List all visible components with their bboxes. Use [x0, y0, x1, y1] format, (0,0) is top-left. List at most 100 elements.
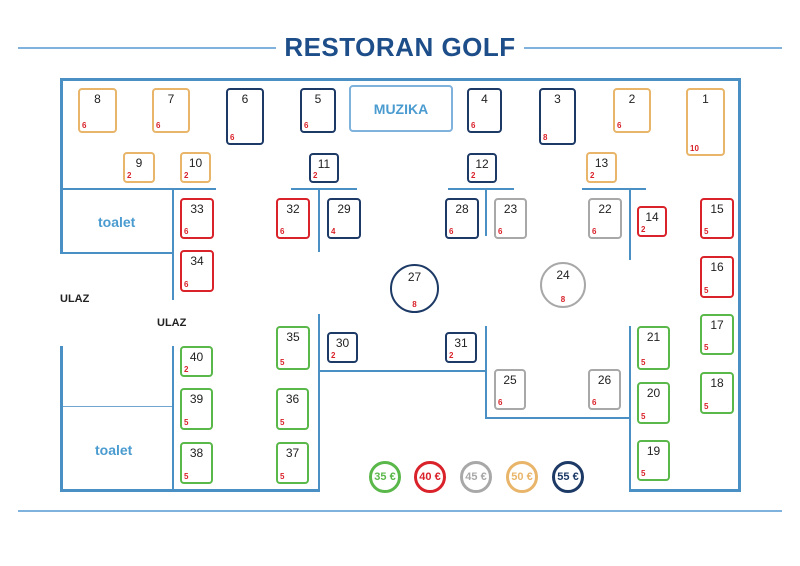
table-number: 3 — [554, 92, 561, 106]
seat-count: 2 — [449, 351, 454, 360]
table-1[interactable]: 1 10 — [686, 88, 725, 156]
page-title: RESTORAN GOLF — [284, 32, 516, 62]
lower-wall-step — [485, 326, 487, 419]
seat-count: 5 — [704, 343, 709, 352]
seat-count: 5 — [704, 286, 709, 295]
table-number: 7 — [167, 92, 175, 106]
table-number: 17 — [710, 318, 724, 332]
seat-count: 6 — [184, 227, 189, 236]
table-number: 14 — [645, 210, 659, 224]
seat-count: 5 — [280, 358, 285, 367]
table-number: 8 — [94, 92, 101, 106]
seat-count: 2 — [184, 365, 189, 374]
seat-count: 5 — [704, 402, 709, 411]
seat-count: 6 — [304, 121, 309, 130]
seat-count: 8 — [543, 133, 548, 142]
toilet-label-upper: toalet — [98, 214, 136, 230]
table-37[interactable]: 37 5 — [276, 442, 309, 484]
legend-price-35: 35 € — [369, 461, 401, 493]
legend-price-50: 50 € — [506, 461, 538, 493]
table-number: 13 — [594, 156, 609, 170]
partition-c-top — [582, 188, 646, 190]
table-number: 29 — [337, 202, 351, 216]
table-29[interactable]: 29 4 — [327, 198, 361, 239]
table-number: 33 — [190, 202, 204, 216]
table-number: 32 — [286, 202, 300, 216]
seat-count: 6 — [617, 121, 622, 130]
partition-a-stem — [318, 188, 320, 252]
seat-count: 8 — [412, 300, 417, 309]
table-number: 30 — [335, 336, 350, 350]
table-number: 24 — [556, 268, 570, 282]
table-39[interactable]: 39 5 — [180, 388, 213, 430]
table-number: 31 — [454, 336, 468, 350]
seat-count: 10 — [690, 144, 699, 153]
seat-count: 5 — [184, 418, 189, 427]
seat-count: 4 — [331, 227, 336, 236]
table-number: 9 — [135, 156, 143, 170]
table-number: 1 — [702, 92, 709, 106]
toilet-lower-divider — [60, 406, 172, 407]
table-17[interactable]: 17 5 — [700, 314, 734, 355]
seat-count: 5 — [184, 472, 189, 481]
table-number: 12 — [475, 157, 489, 171]
table-number: 38 — [189, 446, 204, 460]
table-33[interactable]: 33 6 — [180, 198, 214, 239]
table-38[interactable]: 38 5 — [180, 442, 213, 484]
seat-count: 6 — [156, 121, 161, 130]
table-number: 39 — [189, 392, 204, 406]
partition-a-top — [291, 188, 357, 190]
wall-right — [738, 78, 741, 492]
table-number: 20 — [646, 386, 661, 400]
table-number: 40 — [189, 350, 204, 364]
seat-count: 2 — [331, 351, 336, 360]
table-number: 26 — [597, 373, 612, 387]
toilet-upper-wall — [60, 188, 216, 190]
bottom-rule — [18, 510, 782, 512]
wall-left-lower — [60, 346, 63, 492]
wall-left-upper — [60, 78, 63, 254]
legend-price-55: 55 € — [552, 461, 584, 493]
table-number: 37 — [285, 446, 300, 460]
stage-area: MUZIKA — [349, 85, 453, 132]
seat-count: 5 — [641, 469, 646, 478]
lower-wall-shelf — [318, 370, 486, 372]
seat-count: 5 — [280, 472, 285, 481]
title-rule-right — [524, 47, 782, 49]
legend-price-45: 45 € — [460, 461, 492, 493]
